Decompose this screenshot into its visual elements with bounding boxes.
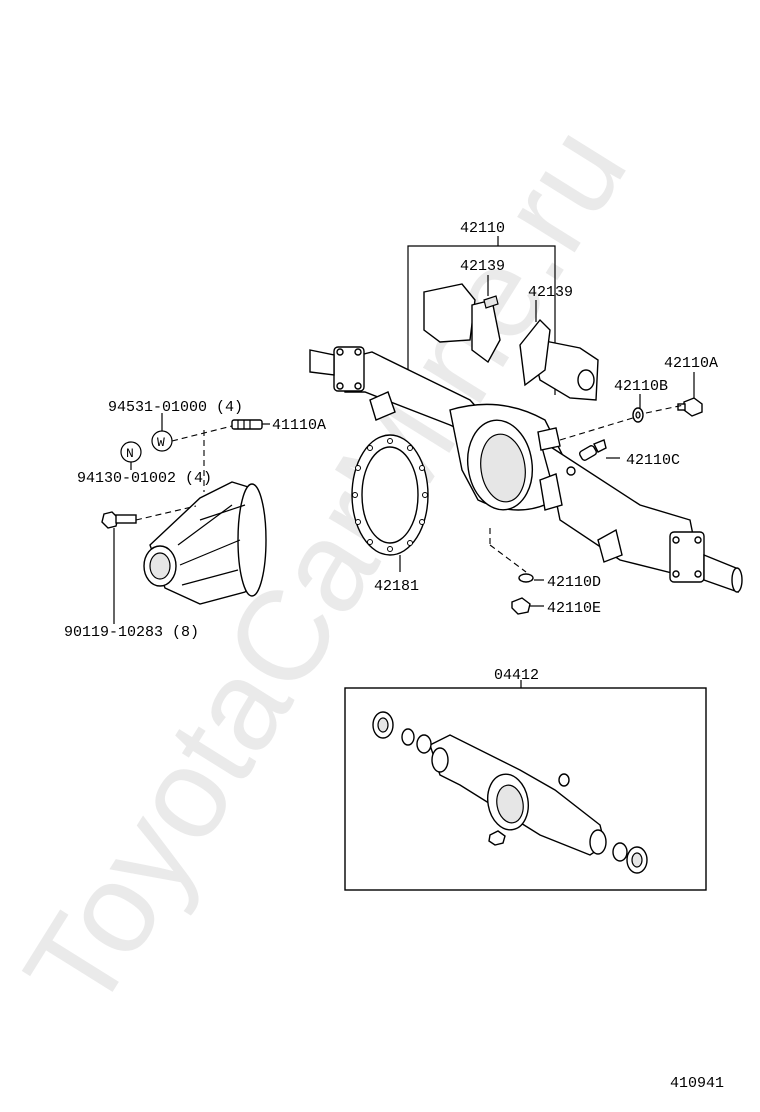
label-42110: 42110 bbox=[460, 220, 505, 237]
breather-42110C[interactable] bbox=[578, 439, 607, 461]
label-41110A: 41110A bbox=[272, 417, 326, 434]
gasket-42181[interactable] bbox=[351, 434, 429, 556]
washer-42110D[interactable] bbox=[518, 573, 534, 583]
label-42110E: 42110E bbox=[547, 600, 601, 617]
bolt-90119[interactable] bbox=[101, 511, 137, 529]
group-42110-bracket bbox=[407, 236, 556, 395]
label-94531: 94531-01000 (4) bbox=[108, 399, 243, 416]
label-42181: 42181 bbox=[374, 578, 419, 595]
plug-42110A[interactable] bbox=[677, 397, 703, 417]
label-94130: 94130-01002 (4) bbox=[77, 470, 212, 487]
label-42110A: 42110A bbox=[664, 355, 718, 372]
differential-carrier[interactable] bbox=[143, 481, 267, 605]
washer-42110B[interactable] bbox=[632, 407, 644, 423]
label-04412: 04412 bbox=[494, 667, 539, 684]
label-90119: 90119-10283 (8) bbox=[64, 624, 199, 641]
watermark: ToyotaCarMine.ru bbox=[0, 102, 654, 1034]
label-42110C: 42110C bbox=[626, 452, 680, 469]
plug-42110E[interactable] bbox=[511, 597, 531, 615]
part-labels: 42110 42139 42139 42110A 42110B 42110C 4… bbox=[64, 220, 724, 1092]
diagram-id: 410941 bbox=[670, 1075, 724, 1092]
stud-41110A[interactable] bbox=[231, 419, 263, 430]
label-42139-right: 42139 bbox=[528, 284, 573, 301]
label-42110B: 42110B bbox=[614, 378, 668, 395]
spring-seat-bracket-right[interactable] bbox=[519, 318, 599, 401]
label-42139-left: 42139 bbox=[460, 258, 505, 275]
leader-lines bbox=[113, 275, 695, 624]
symbol-n-icon: N bbox=[120, 441, 142, 463]
svg-text:N: N bbox=[126, 446, 134, 461]
symbol-w-icon: W bbox=[151, 430, 173, 452]
kit-04412-box bbox=[344, 680, 707, 891]
svg-text:W: W bbox=[157, 435, 165, 450]
spring-seat-bracket-left[interactable] bbox=[423, 283, 501, 364]
label-42110D: 42110D bbox=[547, 574, 601, 591]
kit-04412-parts[interactable] bbox=[372, 711, 648, 874]
axle-housing[interactable] bbox=[309, 346, 743, 594]
